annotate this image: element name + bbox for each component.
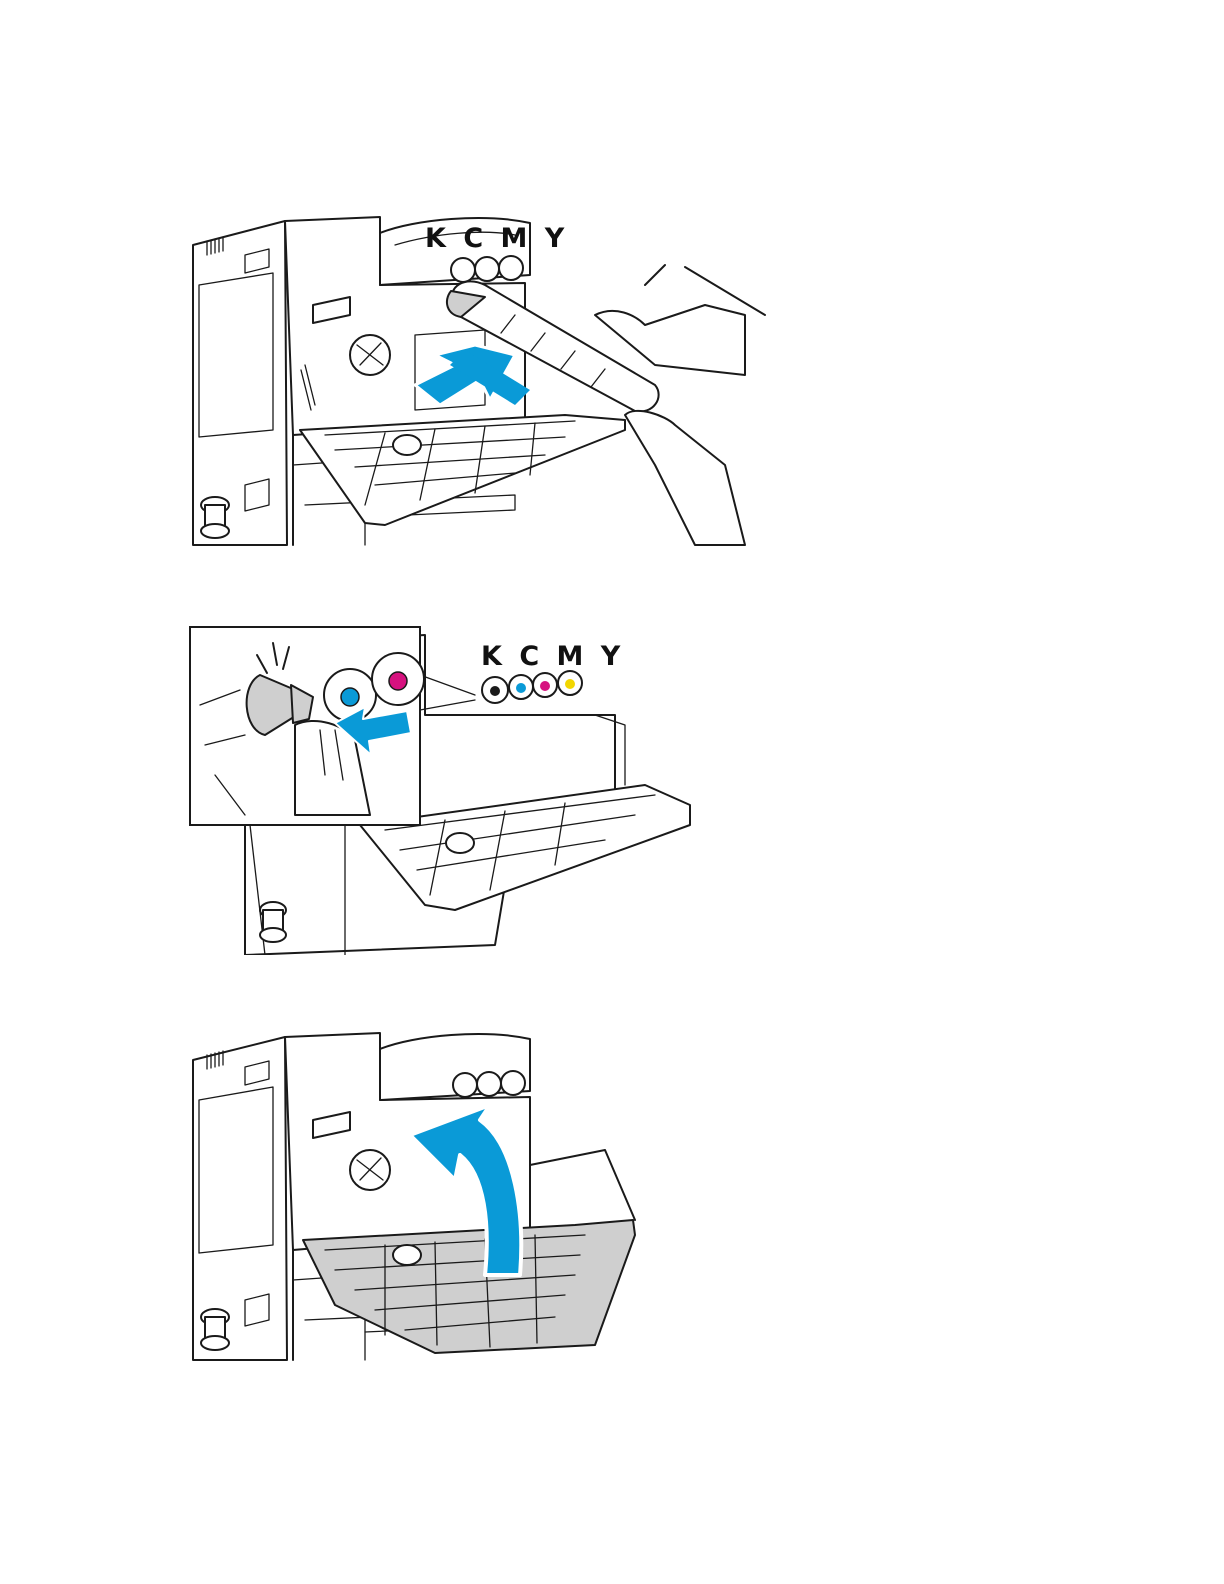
cartridge-color-labels: K C M Y [425,223,568,254]
toner-slots-color [482,671,582,703]
figure-push-cartridge-until-click: K C M Y [185,615,775,955]
printer-illustration-3 [185,1025,775,1365]
caster-icon [260,902,286,942]
figure-install-toner-cartridge: K C M Y [185,205,775,550]
caster-icon [201,497,229,538]
toner-slots [453,1071,525,1097]
hand-icon [595,265,765,545]
figure-close-front-door [185,1025,775,1365]
caster-icon [201,1309,229,1350]
printer-illustration-1: K C M Y [185,205,775,550]
toner-slots [451,256,523,282]
cartridge-color-labels: K C M Y [481,641,624,672]
printer-illustration-2: K C M Y [185,615,775,955]
